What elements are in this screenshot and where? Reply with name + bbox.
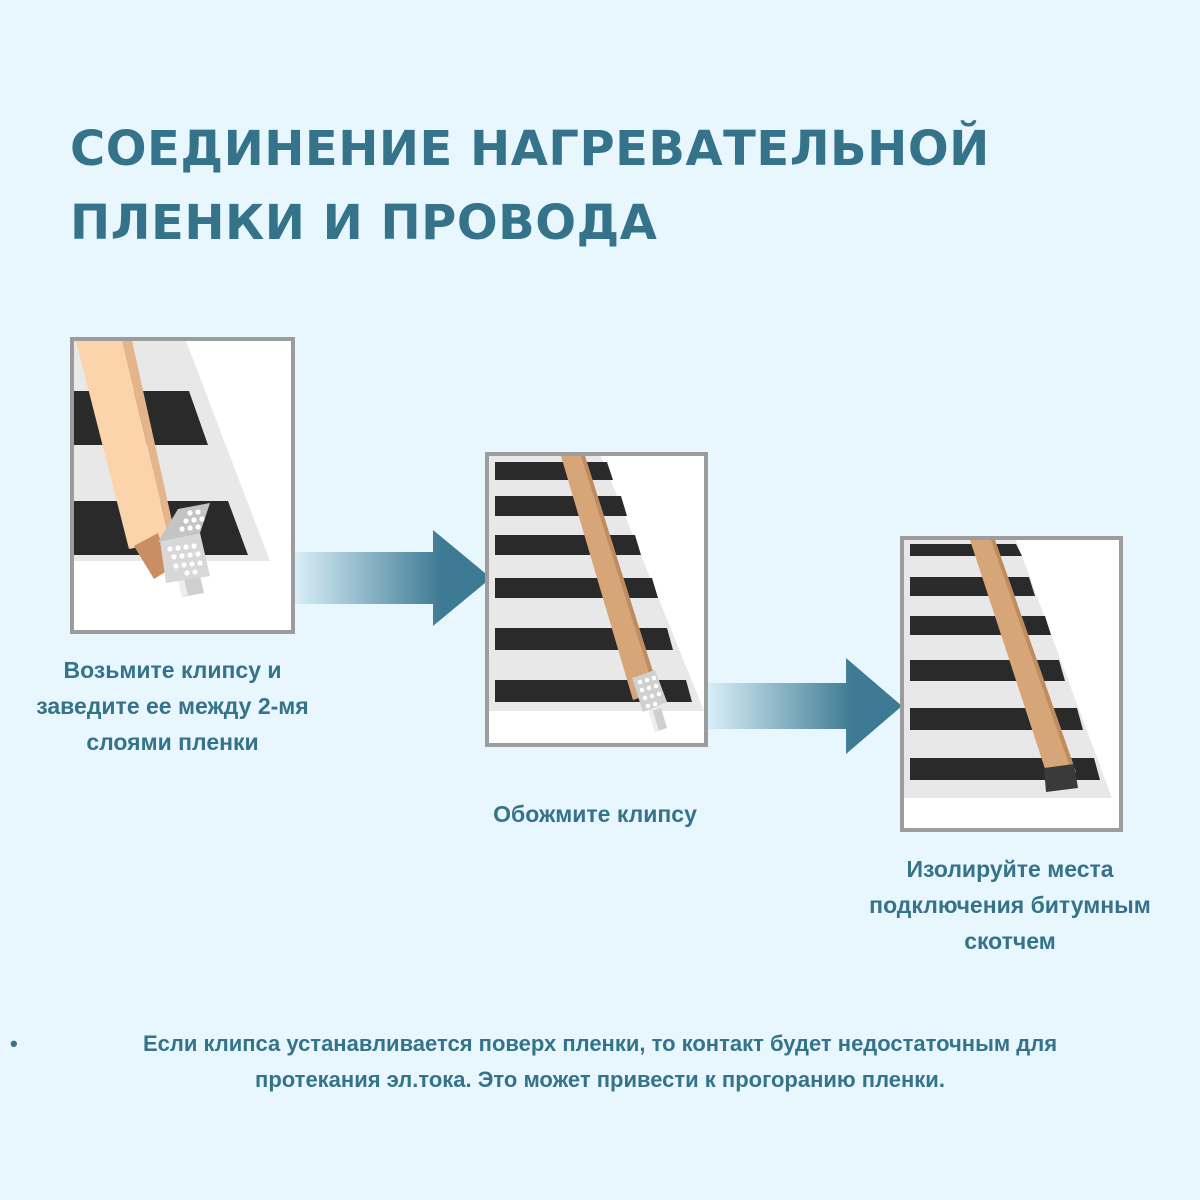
step-1-caption-line: слоями пленки — [86, 729, 259, 755]
clip-insertion-illustration — [74, 341, 291, 630]
step-3-image — [900, 536, 1123, 832]
step-1-caption-line: Возьмите клипсу и — [63, 657, 282, 683]
step-3-caption: Изолируйте места подключения битумным ск… — [820, 851, 1200, 959]
step-3-caption-line: Изолируйте места — [906, 856, 1114, 882]
arrow-step-1-to-2 — [295, 530, 493, 626]
step-2-caption: Обожмите клипсу — [440, 796, 750, 832]
insulated-connection-illustration — [904, 540, 1119, 828]
bullet-icon: • — [10, 1031, 18, 1056]
arrow-right-icon — [708, 658, 902, 754]
page-title: СОЕДИНЕНИЕ НАГРЕВАТЕЛЬНОЙ ПЛЕНКИ И ПРОВО… — [70, 112, 1130, 260]
page-title-line-1: СОЕДИНЕНИЕ НАГРЕВАТЕЛЬНОЙ — [70, 121, 990, 177]
step-3-caption-line: подключения битумным — [869, 892, 1151, 918]
step-1-image — [70, 337, 295, 634]
arrow-right-icon — [295, 530, 491, 626]
step-2-caption-line: Обожмите клипсу — [493, 801, 697, 827]
page-title-line-2: ПЛЕНКИ И ПРОВОДА — [70, 195, 658, 251]
warning-note: • Если клипса устанавливается поверх пле… — [10, 1026, 1190, 1098]
step-1-caption-line: заведите ее между 2-мя — [36, 693, 309, 719]
step-3-caption-line: скотчем — [964, 928, 1056, 954]
step-2-image — [485, 452, 708, 747]
step-1-caption: Возьмите клипсу и заведите ее между 2-мя… — [0, 652, 345, 760]
warning-note-line: Если клипса устанавливается поверх пленк… — [142, 1031, 1058, 1056]
warning-note-line: протекания эл.тока. Это может привести к… — [255, 1067, 945, 1092]
clip-crimped-illustration — [489, 456, 704, 743]
arrow-step-2-to-3 — [708, 658, 904, 754]
